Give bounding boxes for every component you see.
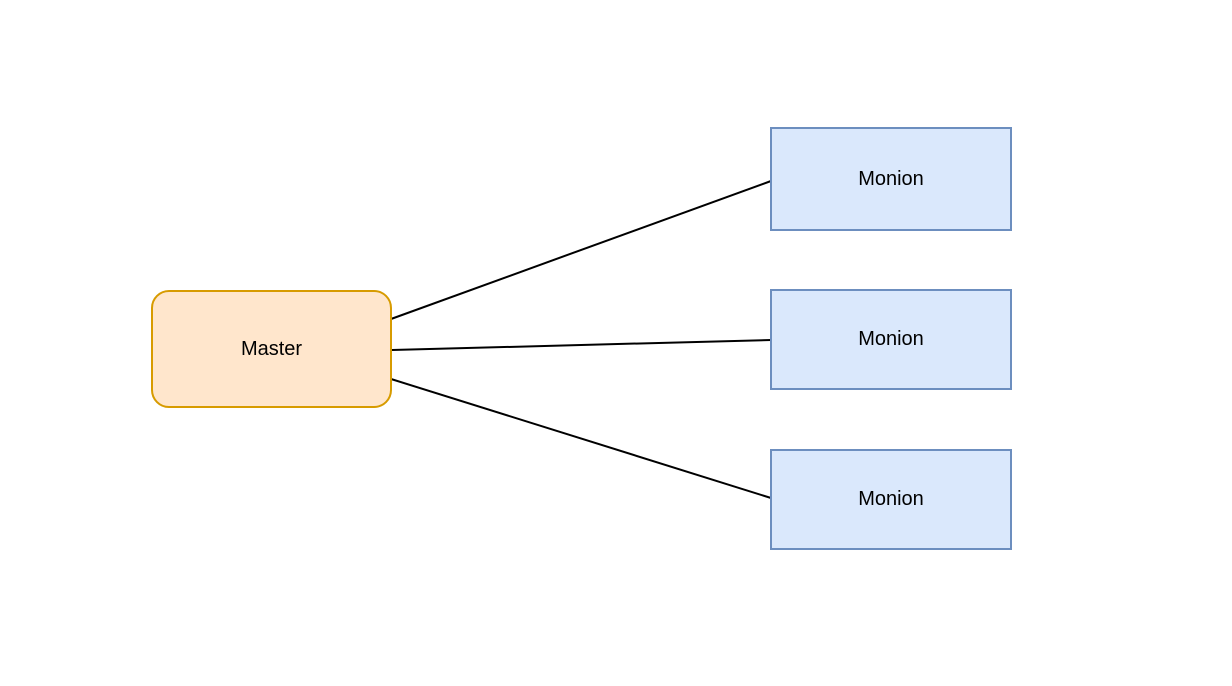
edge-master-monion-3	[390, 378, 772, 499]
node-monion-2-label: Monion	[858, 328, 924, 350]
edge-master-monion-1	[390, 180, 772, 320]
node-master-label: Master	[240, 337, 303, 360]
node-master: Master	[151, 290, 392, 408]
node-monion-1: Monion	[770, 127, 1012, 231]
node-monion-2: Monion	[770, 289, 1012, 390]
node-monion-3: Monion	[770, 449, 1012, 550]
node-monion-3-label: Monion	[858, 488, 924, 510]
edge-master-monion-2	[391, 339, 772, 351]
node-monion-1-label: Monion	[858, 167, 924, 190]
